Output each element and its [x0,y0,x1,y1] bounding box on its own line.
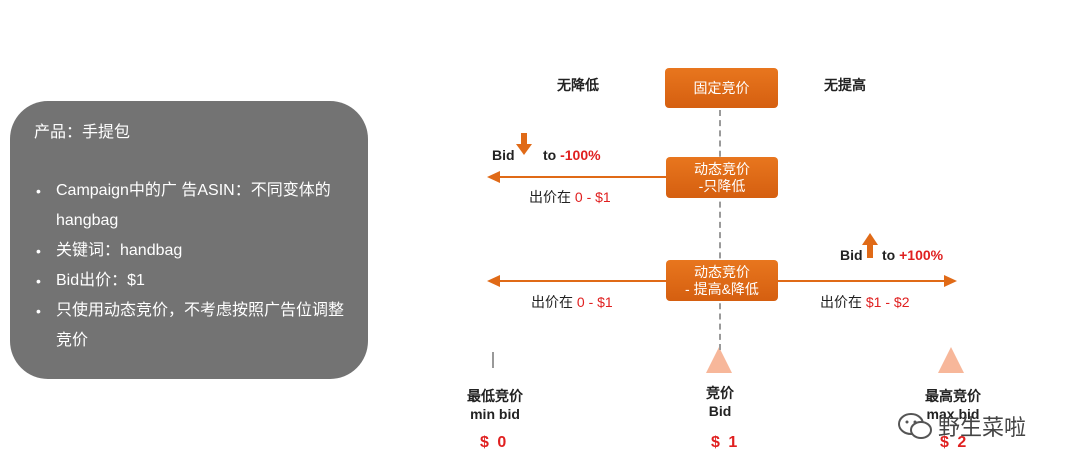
max-bid-cn: 最高竞价 [925,388,981,404]
range-left-prefix: 出价在 [531,294,573,310]
bid-down-label: to -100% [543,147,601,163]
bid-up-to: to [882,247,896,263]
bid-up-label: to +100% [882,247,943,263]
dynamic-updown-box: 动态竞价 - 提高&降低 [666,260,778,301]
bid-cn: 竞价 [706,385,734,401]
range-right-value: $1 - $2 [865,294,910,310]
arrowhead-right [944,275,957,287]
range-down-value: 0 - $1 [574,189,611,205]
card-list: Campaign中的广 告ASIN：不同变体的hangbag 关键词：handb… [34,176,344,356]
card-title: 产品：手提包 [34,124,131,141]
dynamic-down-line1: 动态竞价 [694,160,750,177]
list-item: 只使用动态竞价，不考虑按照广告位调整竞价 [34,296,344,356]
bid-up-bid: Bid [840,247,863,263]
no-lower-label: 无降低 [557,77,599,93]
min-bid-en: min bid [470,406,520,422]
fixed-bid-label: 固定竞价 [693,79,750,96]
watermark: 野生菜啦 [896,410,1026,442]
center-dashed-line [719,110,721,350]
bid-down-to: to [543,147,557,163]
range-down-prefix: 出价在 [529,189,571,205]
list-item: Campaign中的广 告ASIN：不同变体的hangbag [34,176,344,236]
fixed-bid-box: 固定竞价 [665,68,778,108]
up-arrow-icon [867,244,873,258]
max-bid-label: 最高竞价 max bid [918,387,988,423]
max-bid-en: max bid [926,406,980,422]
product-info-card: 产品：手提包 Campaign中的广 告ASIN：不同变体的hangbag 关键… [10,101,368,379]
dynamic-down-line2: -只降低 [698,177,746,194]
dynamic-down-box: 动态竞价 -只降低 [666,157,778,198]
no-raise-label: 无提高 [824,77,866,93]
dynamic-updown-line1: 动态竞价 [694,263,750,280]
bid-down-bid: Bid [492,147,515,163]
min-bid-price: $ 0 [480,434,509,451]
range-left: 出价在 0 - $1 [531,292,613,312]
list-item: Bid出价：$1 [34,266,344,296]
list-item: 关键词：handbag [34,236,344,266]
range-left-value: 0 - $1 [576,294,613,310]
min-bid-cn: 最低竞价 [467,388,523,404]
dynamic-updown-line2: - 提高&降低 [685,280,759,297]
wechat-icon [898,413,932,439]
bid-down-value: -100% [560,147,601,163]
range-right: 出价在 $1 - $2 [820,292,909,312]
min-bid-label: 最低竞价 min bid [460,387,530,423]
bid-price: $ 1 [711,434,740,451]
arrowhead-left [487,275,500,287]
max-bid-marker-triangle [938,347,964,373]
bid-up-value: +100% [899,247,944,263]
bid-label: 竞价 Bid [685,384,755,420]
bid-en: Bid [708,403,732,419]
range-right-prefix: 出价在 [820,294,862,310]
range-down: 出价在 0 - $1 [529,187,611,207]
down-arrow-icon [521,133,527,145]
arrowhead-left [487,171,500,183]
bid-marker-triangle [706,347,732,373]
max-bid-price: $ 2 [940,434,969,451]
watermark-text: 野生菜啦 [938,415,1027,440]
